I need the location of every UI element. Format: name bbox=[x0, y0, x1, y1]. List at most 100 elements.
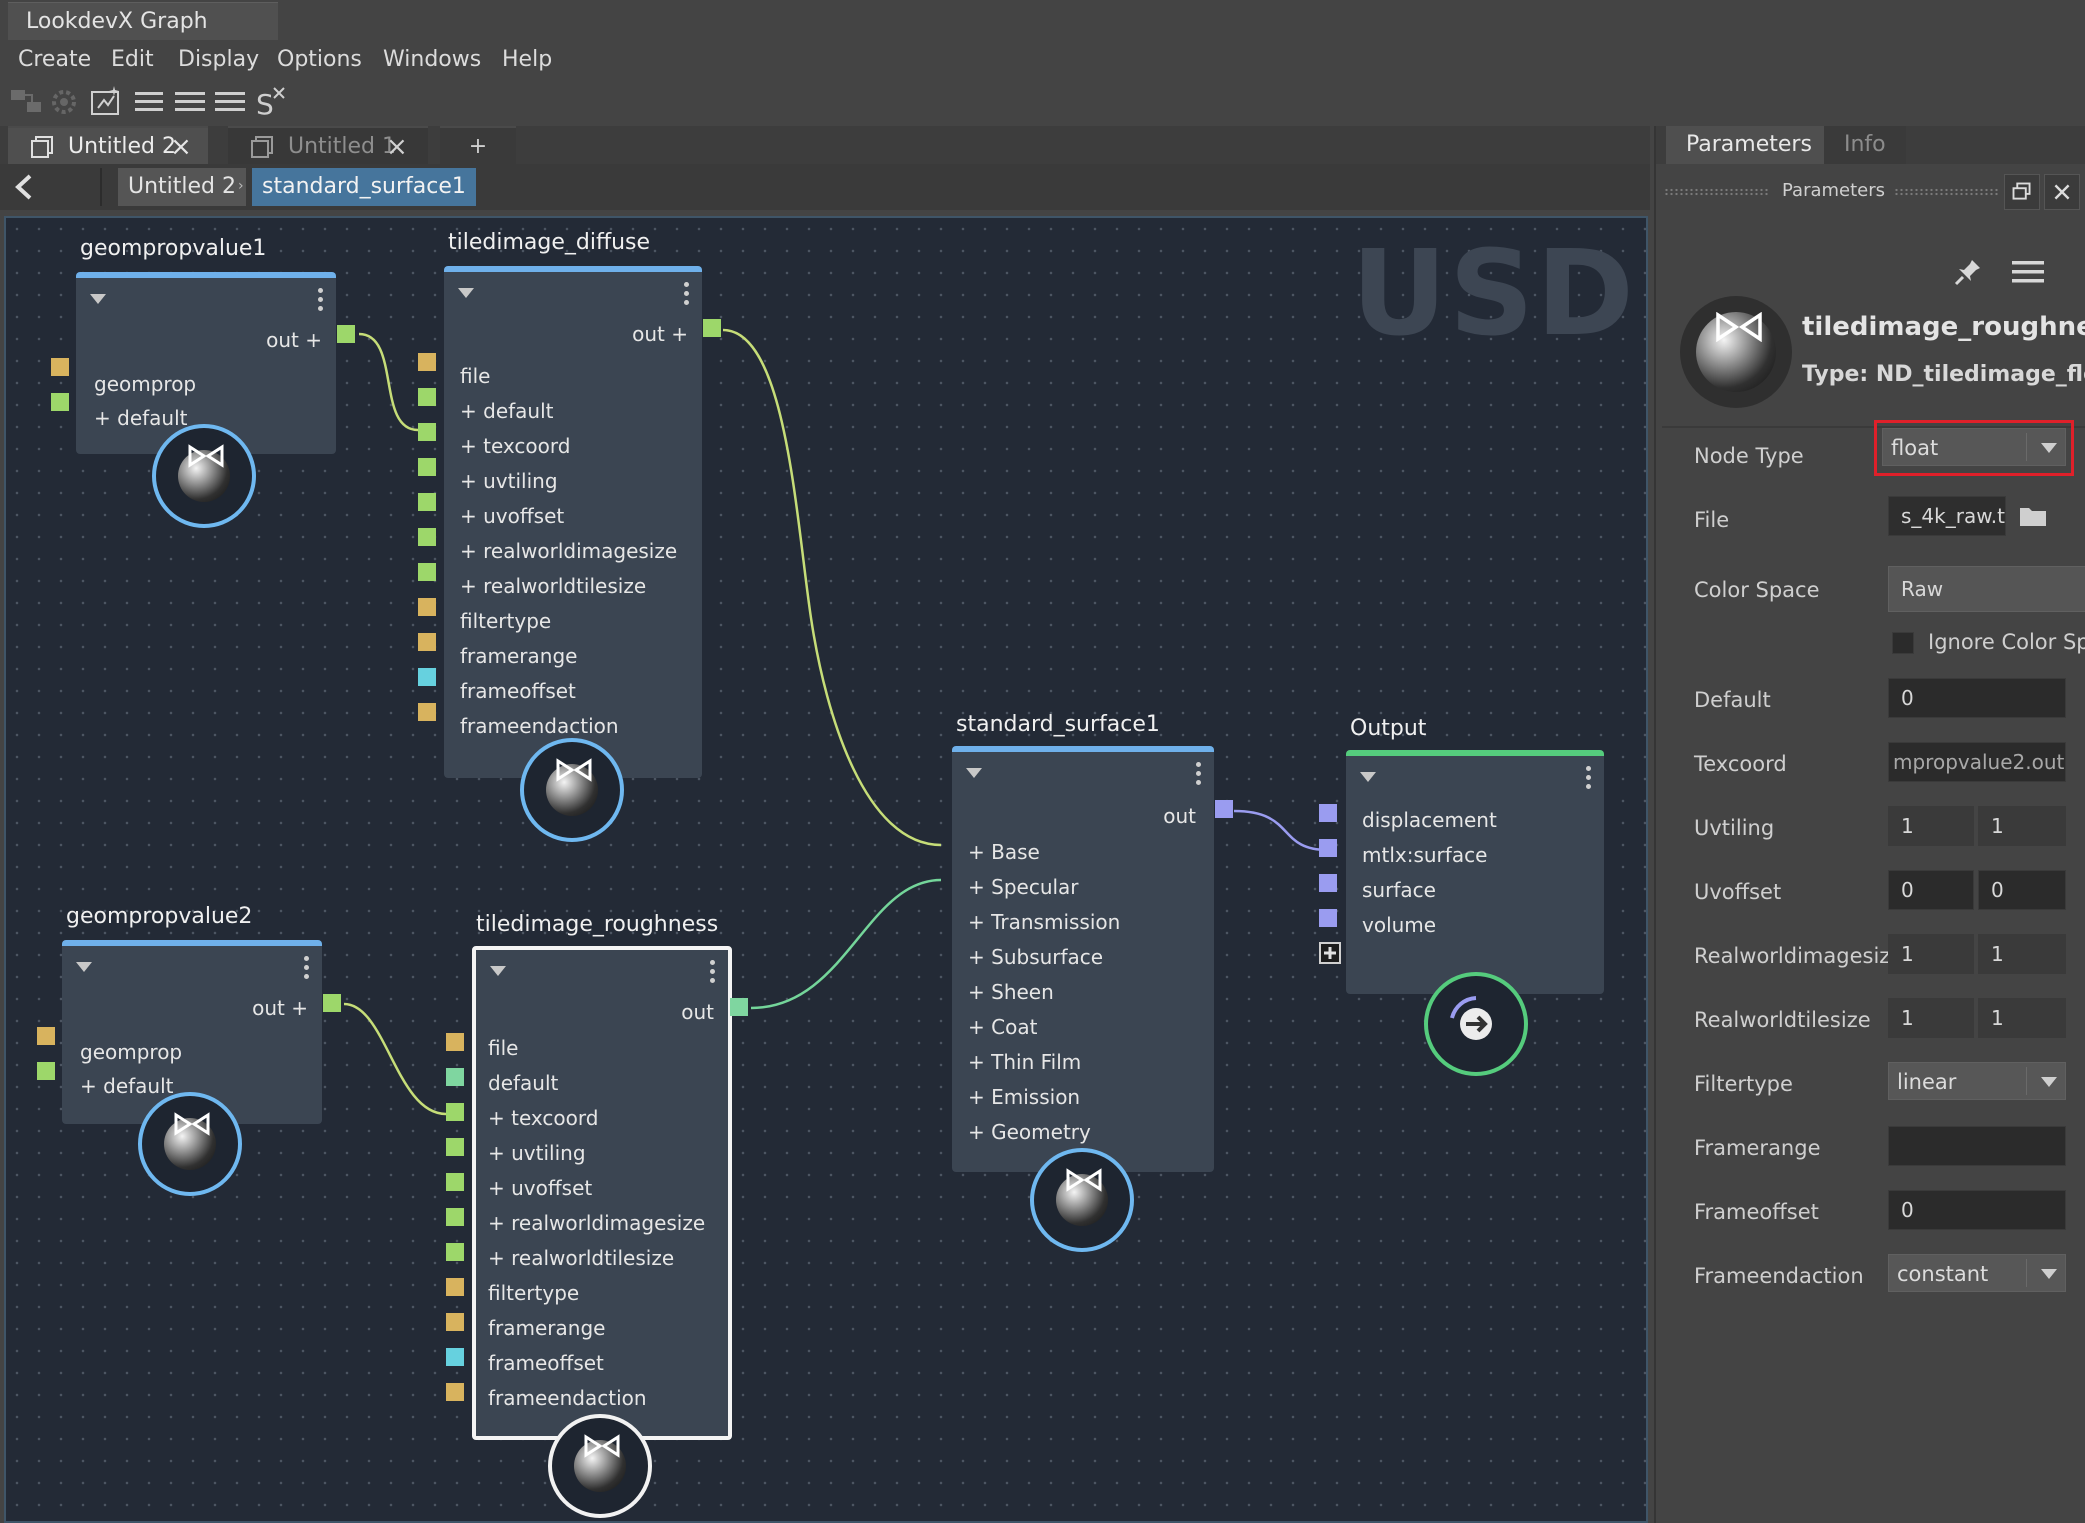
ignore-color-space-checkbox[interactable] bbox=[1892, 632, 1914, 654]
node-tiledimage-roughness[interactable]: out file default + texcoord + uvtiling +… bbox=[472, 946, 732, 1440]
filtertype-dropdown[interactable]: linear bbox=[1888, 1062, 2066, 1100]
input-port[interactable] bbox=[446, 1383, 464, 1401]
uvoffset-v-field[interactable]: 0 bbox=[1978, 870, 2066, 910]
input-port[interactable] bbox=[418, 423, 436, 441]
realworldtilesize-y-field[interactable]: 1 bbox=[1978, 998, 2066, 1038]
node-standard-surface1[interactable]: out + Base + Specular + Transmission + S… bbox=[952, 746, 1214, 1172]
breadcrumb-item-current[interactable]: standard_surface1 bbox=[252, 168, 476, 206]
input-port[interactable] bbox=[418, 703, 436, 721]
input-port[interactable] bbox=[418, 528, 436, 546]
output-preview-ball[interactable] bbox=[1424, 972, 1528, 1076]
node-menu-icon[interactable] bbox=[710, 960, 716, 987]
uvoffset-u-field[interactable]: 0 bbox=[1888, 870, 1974, 910]
input-port[interactable] bbox=[446, 1278, 464, 1296]
align-center-icon[interactable] bbox=[172, 84, 208, 120]
back-arrow-icon[interactable] bbox=[6, 170, 42, 204]
input-port[interactable] bbox=[446, 1243, 464, 1261]
collapse-arrow-icon[interactable] bbox=[90, 294, 106, 304]
input-port[interactable] bbox=[1319, 839, 1337, 857]
input-port[interactable] bbox=[51, 393, 69, 411]
input-port[interactable] bbox=[446, 1208, 464, 1226]
node-geompropvalue1[interactable]: out + geomprop + default bbox=[76, 272, 336, 454]
pin-icon[interactable] bbox=[1952, 256, 1984, 288]
input-port[interactable] bbox=[51, 358, 69, 376]
close-panel-button[interactable] bbox=[2044, 174, 2080, 210]
collapse-arrow-icon[interactable] bbox=[1360, 772, 1376, 782]
default-field[interactable]: 0 bbox=[1888, 678, 2066, 718]
tab-untitled-1[interactable]: Untitled 1 × bbox=[228, 126, 428, 164]
close-icon[interactable]: × bbox=[386, 132, 408, 162]
hamburger-menu-icon[interactable] bbox=[2010, 256, 2046, 288]
input-port[interactable] bbox=[446, 1313, 464, 1331]
menu-display[interactable]: Display bbox=[178, 47, 260, 72]
close-icon[interactable]: × bbox=[170, 132, 192, 162]
node-menu-icon[interactable] bbox=[304, 956, 310, 983]
input-port[interactable] bbox=[418, 458, 436, 476]
input-port[interactable] bbox=[418, 598, 436, 616]
input-port[interactable] bbox=[418, 668, 436, 686]
collapse-arrow-icon[interactable] bbox=[76, 962, 92, 972]
input-port[interactable] bbox=[1319, 804, 1337, 822]
material-preview-ball[interactable] bbox=[152, 424, 256, 528]
drag-grip-icon[interactable] bbox=[1894, 188, 1998, 196]
graph-canvas[interactable]: USD geompropvalue1 out + geomprop + defa… bbox=[4, 216, 1648, 1523]
realworldimagesize-x-field[interactable]: 1 bbox=[1888, 934, 1974, 974]
drag-grip-icon[interactable] bbox=[1664, 188, 1768, 196]
material-preview-ball[interactable] bbox=[520, 738, 624, 842]
float-panel-button[interactable] bbox=[2004, 174, 2040, 210]
tab-parameters[interactable]: Parameters bbox=[1666, 126, 1832, 164]
input-port[interactable] bbox=[418, 388, 436, 406]
frameendaction-dropdown[interactable]: constant bbox=[1888, 1254, 2066, 1292]
node-menu-icon[interactable] bbox=[684, 282, 690, 309]
uvtiling-v-field[interactable]: 1 bbox=[1978, 806, 2066, 846]
output-port[interactable] bbox=[703, 319, 721, 337]
settings-gear-icon[interactable] bbox=[46, 84, 82, 120]
uvtiling-u-field[interactable]: 1 bbox=[1888, 806, 1974, 846]
input-port[interactable] bbox=[446, 1348, 464, 1366]
folder-icon[interactable] bbox=[2018, 504, 2048, 528]
material-preview-ball[interactable] bbox=[1030, 1148, 1134, 1252]
frameoffset-field[interactable]: 0 bbox=[1888, 1190, 2066, 1230]
menu-create[interactable]: Create bbox=[18, 47, 92, 72]
realworldimagesize-y-field[interactable]: 1 bbox=[1978, 934, 2066, 974]
input-port[interactable] bbox=[37, 1027, 55, 1045]
input-port[interactable] bbox=[446, 1103, 464, 1121]
file-path-field[interactable]: s_4k_raw.tx bbox=[1888, 496, 2006, 536]
node-tiledimage-diffuse[interactable]: out + file + default + texcoord + uvtili… bbox=[444, 266, 702, 778]
output-port[interactable] bbox=[337, 325, 355, 343]
menu-options[interactable]: Options bbox=[277, 47, 362, 72]
align-left-icon[interactable] bbox=[132, 84, 168, 120]
realworldtilesize-x-field[interactable]: 1 bbox=[1888, 998, 1974, 1038]
add-tab-button[interactable]: + bbox=[440, 126, 516, 164]
material-preview-ball[interactable] bbox=[138, 1092, 242, 1196]
add-input-icon[interactable] bbox=[1319, 942, 1341, 964]
node-output[interactable]: displacement mtlx:surface surface volume bbox=[1346, 750, 1604, 994]
input-port[interactable] bbox=[446, 1033, 464, 1051]
collapse-arrow-icon[interactable] bbox=[490, 966, 506, 976]
color-space-field[interactable]: Raw bbox=[1888, 566, 2085, 612]
menu-edit[interactable]: Edit bbox=[111, 47, 154, 72]
texcoord-field[interactable]: mpropvalue2.out bbox=[1888, 742, 2066, 782]
input-port[interactable] bbox=[418, 493, 436, 511]
node-menu-icon[interactable] bbox=[1586, 766, 1592, 793]
input-port[interactable] bbox=[418, 633, 436, 651]
clear-selection-icon[interactable]: S bbox=[254, 84, 290, 120]
input-port[interactable] bbox=[446, 1138, 464, 1156]
node-menu-icon[interactable] bbox=[1196, 762, 1202, 789]
tab-untitled-2[interactable]: Untitled 2 × bbox=[8, 126, 208, 164]
node-type-dropdown[interactable]: float bbox=[1882, 428, 2066, 466]
input-port[interactable] bbox=[1319, 909, 1337, 927]
collapse-arrow-icon[interactable] bbox=[966, 768, 982, 778]
framerange-field[interactable] bbox=[1888, 1126, 2066, 1166]
align-right-icon[interactable] bbox=[212, 84, 248, 120]
collapse-arrow-icon[interactable] bbox=[458, 288, 474, 298]
tab-info[interactable]: Info bbox=[1824, 126, 1906, 164]
breadcrumb-item-root[interactable]: Untitled 2 bbox=[118, 168, 247, 206]
graph-frame-icon[interactable] bbox=[88, 84, 124, 120]
output-port[interactable] bbox=[1215, 800, 1233, 818]
input-port[interactable] bbox=[446, 1068, 464, 1086]
menu-windows[interactable]: Windows bbox=[383, 47, 482, 72]
nodes-icon[interactable] bbox=[8, 84, 44, 120]
input-port[interactable] bbox=[1319, 874, 1337, 892]
input-port[interactable] bbox=[418, 353, 436, 371]
